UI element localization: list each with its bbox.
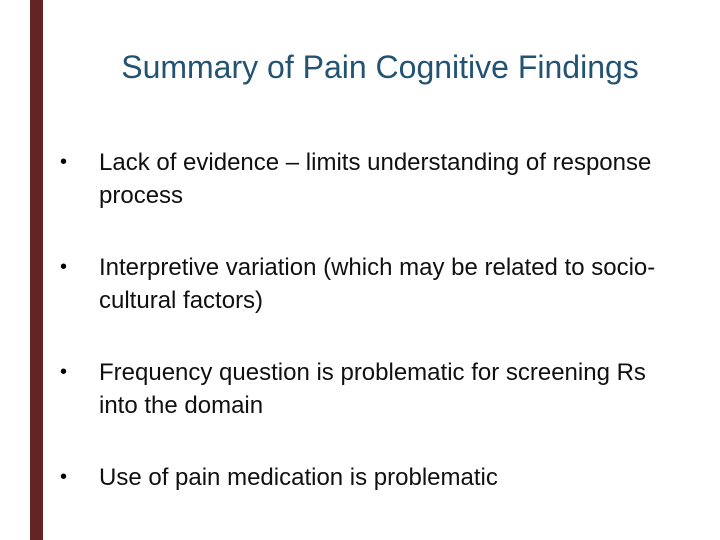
bullet-item: • Interpretive variation (which may be r…: [60, 251, 712, 317]
bullet-text: Lack of evidence – limits understanding …: [99, 149, 652, 209]
bullet-text: Interpretive variation (which may be rel…: [99, 254, 656, 314]
bullet-text: Use of pain medication is problematic: [99, 464, 498, 491]
bullet-text: Frequency question is problematic for sc…: [99, 359, 646, 419]
bullet-item: • Use of pain medication is problematic: [60, 461, 712, 494]
left-accent-bar: [30, 0, 43, 540]
bullet-icon: •: [60, 361, 68, 383]
bullet-icon: •: [60, 151, 68, 173]
slide-title: Summary of Pain Cognitive Findings: [121, 49, 639, 85]
bullet-list: • Lack of evidence – limits understandin…: [60, 146, 712, 533]
bullet-item: • Lack of evidence – limits understandin…: [60, 146, 712, 212]
bullet-item: • Frequency question is problematic for …: [60, 356, 712, 422]
bullet-icon: •: [60, 256, 68, 278]
bullet-icon: •: [60, 466, 68, 488]
